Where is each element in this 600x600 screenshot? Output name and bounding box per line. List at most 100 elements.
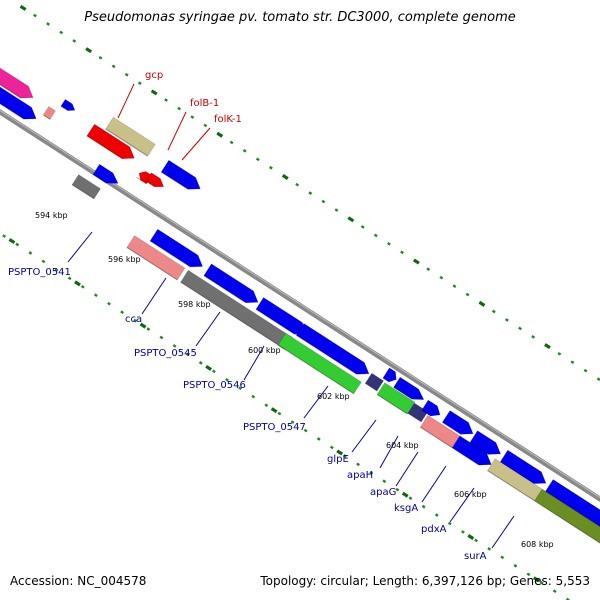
major-tick-track-outer — [531, 335, 536, 339]
kbp-tick-outer — [281, 174, 289, 180]
leader-line — [379, 435, 399, 469]
gene-arrow-PSPTO_0546 — [277, 332, 362, 395]
gene-arrow-PSPTO_0545 — [180, 269, 293, 350]
kbp-tick-inner — [8, 238, 16, 245]
major-tick-track-outer — [570, 360, 575, 365]
gene-arrow — [499, 449, 547, 484]
major-tick-track-inner — [15, 242, 20, 247]
gene-arrow-shadow — [60, 105, 69, 112]
leader-line — [491, 515, 515, 549]
major-tick-track-outer — [334, 208, 339, 212]
gene-arrow — [149, 228, 204, 268]
major-tick-track-inner — [382, 479, 387, 484]
major-tick-track-inner — [526, 572, 531, 577]
major-tick-track-outer — [33, 13, 37, 18]
major-tick-track-inner — [316, 437, 321, 441]
gene-label: ksgA — [394, 503, 418, 514]
kbp-tick-outer — [150, 89, 158, 96]
gene-arrow-PSPTO_0546-shadow — [277, 344, 355, 395]
major-tick-track-inner — [133, 318, 138, 323]
leader-line — [351, 419, 377, 453]
gene-label: gcp — [145, 70, 163, 81]
major-tick-track-outer — [295, 182, 300, 187]
gene-arrow — [451, 435, 492, 466]
major-tick-track-inner — [513, 563, 518, 568]
gene-label: folB-1 — [190, 98, 219, 109]
major-tick-track-inner — [120, 310, 125, 314]
major-tick-track-outer — [308, 191, 313, 195]
major-tick-track-outer — [583, 368, 588, 373]
leader-layer — [67, 83, 515, 549]
gene-arrow — [92, 163, 119, 184]
gene-arrow — [295, 323, 370, 375]
map-title: Pseudomonas syringae pv. tomato str. DC3… — [84, 10, 516, 25]
major-tick-track-inner — [2, 234, 7, 238]
gene-label: glpE — [327, 454, 349, 465]
kbp-tick-inner — [401, 491, 409, 498]
gene-arrow — [545, 479, 600, 527]
backbone-layer — [0, 109, 600, 502]
gene-arrow-PSPTO_0545-shadow — [180, 281, 286, 350]
major-tick-track-outer — [190, 115, 195, 119]
major-tick-track-inner — [251, 394, 256, 399]
major-tick-track-inner — [500, 555, 505, 560]
kbp-tick-outer — [544, 343, 551, 350]
major-tick-track-outer — [124, 72, 129, 77]
major-tick-track-outer — [111, 64, 116, 69]
major-tick-track-inner — [356, 462, 360, 467]
major-tick-track-outer — [229, 140, 234, 145]
tick-layer — [2, 4, 600, 600]
major-tick-track-inner — [107, 301, 111, 306]
gene-arrow — [469, 430, 502, 455]
gene-arrow-apaG-shadow — [419, 426, 453, 449]
major-tick-track-inner — [172, 344, 177, 348]
gene-arrow-cca — [126, 235, 186, 281]
major-tick-track-outer — [400, 250, 404, 255]
major-tick-track-inner — [487, 547, 492, 551]
gene-arrow-shadow — [382, 377, 390, 383]
gene-arrow — [441, 410, 474, 435]
gene-label: apaH — [347, 470, 373, 481]
leader-line — [243, 345, 265, 381]
gene-arrow-shadow — [295, 334, 358, 375]
gene-arrow-gcp-shadow — [105, 128, 149, 157]
gene-arrow-PSPTO_0547 — [364, 372, 384, 392]
leader-line — [303, 385, 329, 419]
gene-arrow-shadow — [442, 421, 462, 435]
tick-label: 600 kbp — [248, 346, 281, 355]
gene-label: PSPTO_0547 — [243, 422, 306, 433]
major-tick-track-outer — [98, 56, 103, 60]
gene-label: PSPTO_0546 — [183, 380, 246, 391]
tick-label: 602 kbp — [317, 392, 350, 401]
major-tick-track-inner — [539, 580, 544, 585]
leader-line — [421, 465, 447, 503]
major-tick-track-outer — [373, 233, 378, 238]
gene-label: PSPTO_0541 — [8, 267, 71, 278]
gene-label: surA — [464, 551, 487, 562]
major-tick-track-inner — [28, 251, 33, 255]
major-tick-track-inner — [146, 327, 151, 331]
major-tick-track-outer — [137, 81, 142, 86]
leader-line — [67, 231, 93, 263]
gene-arrow-shadow — [42, 114, 51, 120]
gene-arrow-glpE — [376, 382, 416, 415]
major-tick-track-inner — [303, 428, 308, 433]
gene-arrow-shadow — [545, 490, 600, 528]
gene-arrow-PSPTO_0541 — [71, 174, 101, 200]
major-tick-track-outer — [177, 106, 182, 111]
leader-line — [141, 277, 167, 315]
gene-arrow — [42, 106, 56, 120]
kbp-tick-outer — [478, 300, 486, 307]
gene-arrow-shadow — [421, 409, 432, 417]
major-tick-track-outer — [72, 39, 77, 43]
major-tick-track-inner — [408, 496, 413, 500]
gene-arrow-apaH-shadow — [407, 412, 422, 423]
gene-arrow-shadow — [160, 171, 189, 190]
kbp-tick-inner — [205, 364, 212, 371]
gene-arrow — [0, 86, 37, 120]
gene-label: pdxA — [421, 524, 447, 535]
major-tick-track-outer — [518, 326, 522, 331]
major-tick-track-inner — [474, 538, 478, 543]
leader-line — [181, 127, 211, 161]
